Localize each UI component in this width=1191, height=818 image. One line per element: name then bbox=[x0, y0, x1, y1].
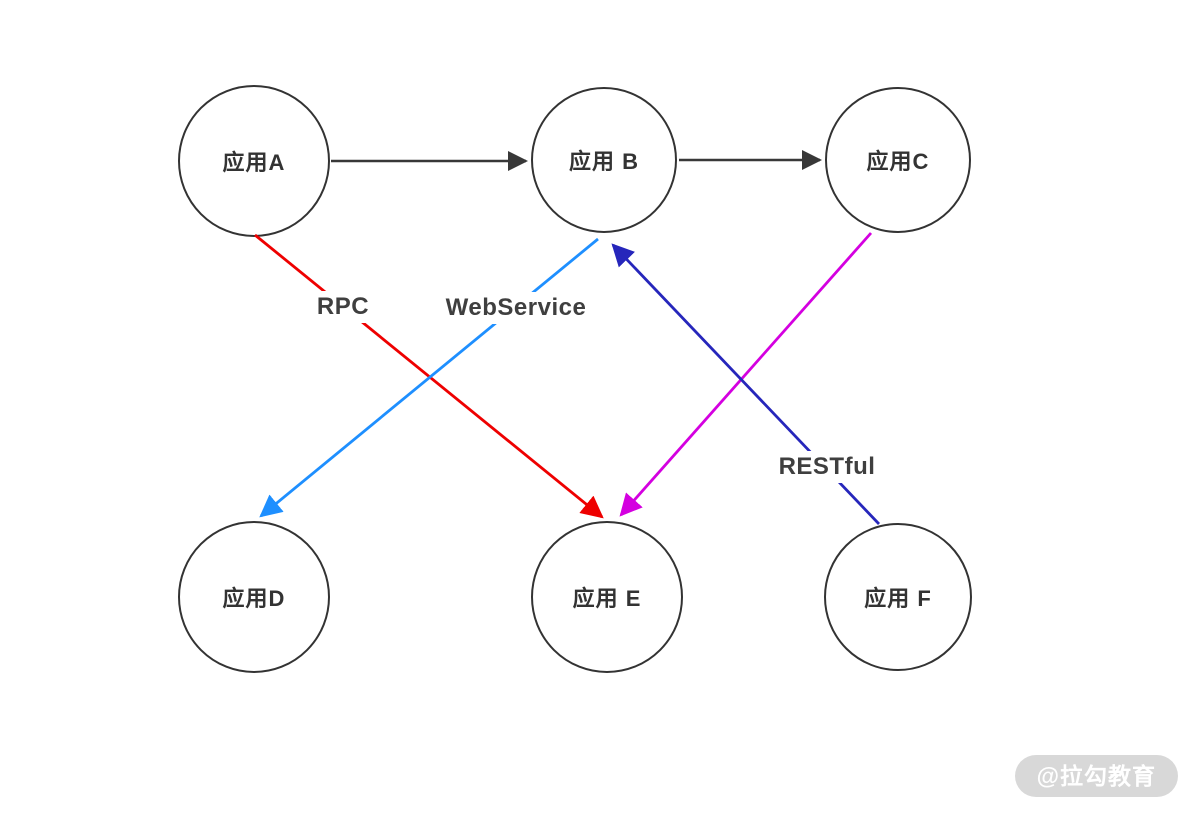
node-A: 应用A bbox=[178, 85, 330, 237]
node-label-D: 应用D bbox=[222, 586, 286, 611]
edge-A-to-E bbox=[254, 233, 604, 519]
node-label-B: 应用 B bbox=[568, 149, 639, 174]
edge-label-webservice: WebService bbox=[436, 292, 596, 324]
node-label-E: 应用 E bbox=[572, 586, 642, 611]
node-label-A: 应用A bbox=[222, 150, 286, 175]
edge-label-restful: RESTful bbox=[769, 451, 885, 483]
node-label-C: 应用C bbox=[866, 149, 930, 174]
edge-label-rpc: RPC bbox=[307, 291, 379, 323]
node-B: 应用 B bbox=[531, 87, 677, 233]
watermark-badge: @拉勾教育 bbox=[1014, 755, 1178, 797]
edge-B-to-D bbox=[259, 237, 599, 518]
node-C: 应用C bbox=[825, 87, 971, 233]
node-F: 应用 F bbox=[824, 523, 972, 671]
node-D: 应用D bbox=[178, 521, 330, 673]
node-label-F: 应用 F bbox=[864, 586, 932, 611]
node-E: 应用 E bbox=[531, 521, 683, 673]
